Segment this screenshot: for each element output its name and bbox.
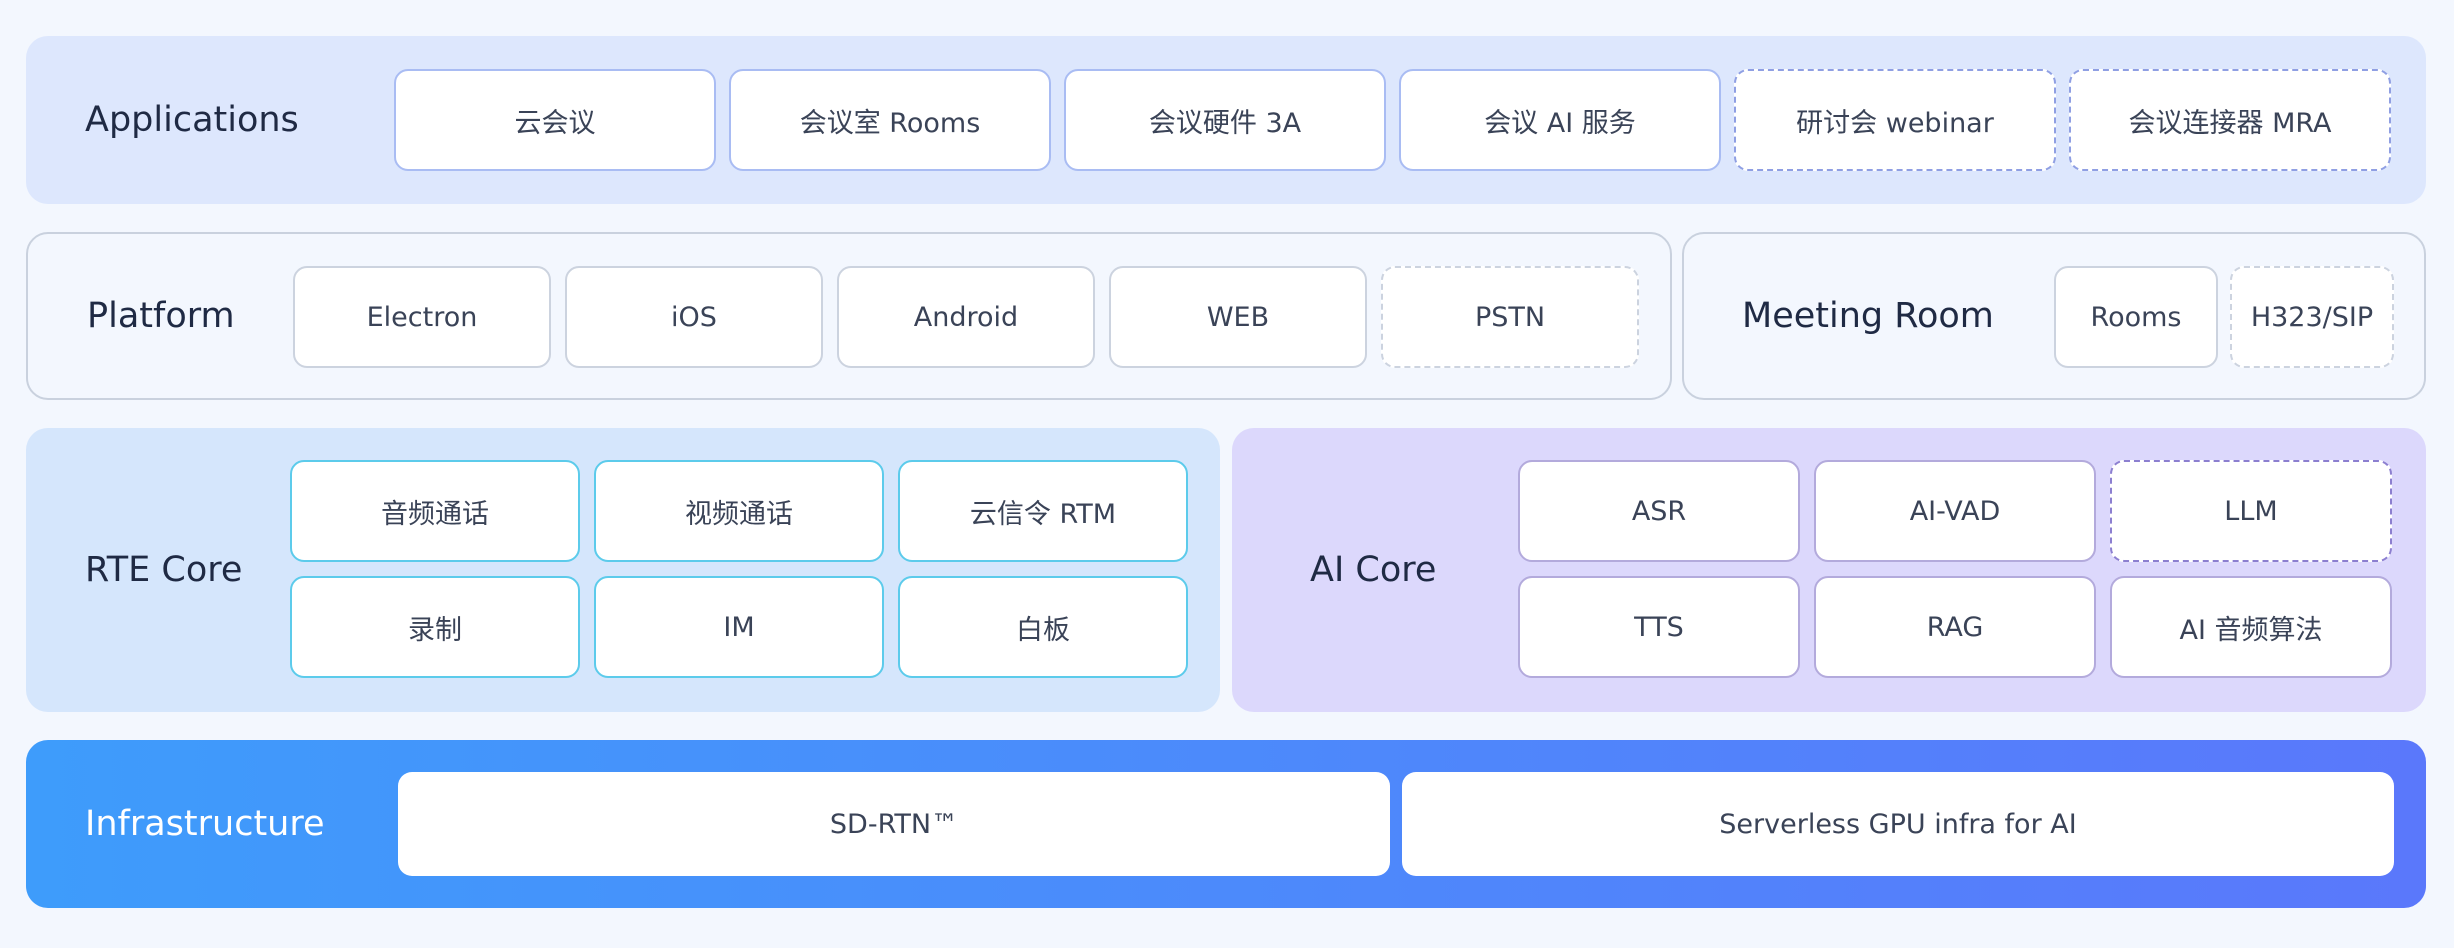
ai-rag: RAG: [1814, 576, 2096, 678]
ai-tts: TTS: [1518, 576, 1800, 678]
ai-vad: AI-VAD: [1814, 460, 2096, 562]
app-ai-service: 会议 AI 服务: [1399, 69, 1721, 171]
ai-audio-algorithm: AI 音频算法: [2110, 576, 2392, 678]
app-webinar: 研讨会 webinar: [1734, 69, 2056, 171]
platform-layer: Platform Electron iOS Android WEB PSTN: [26, 232, 1672, 400]
ai-llm: LLM: [2110, 460, 2392, 562]
rte-audio-call: 音频通话: [290, 460, 580, 562]
rte-core-layer: RTE Core 音频通话 视频通话 云信令 RTM 录制 IM 白板: [26, 428, 1220, 712]
platform-web: WEB: [1109, 266, 1367, 368]
infra-serverless-gpu: Serverless GPU infra for AI: [1402, 772, 2394, 876]
rte-core-label: RTE Core: [85, 550, 243, 590]
platform-android: Android: [837, 266, 1095, 368]
meeting-rooms: Rooms: [2054, 266, 2218, 368]
platform-pstn: PSTN: [1381, 266, 1639, 368]
platform-electron: Electron: [293, 266, 551, 368]
infrastructure-label: Infrastructure: [85, 804, 325, 844]
rte-rtm: 云信令 RTM: [898, 460, 1188, 562]
infrastructure-layer: Infrastructure SD-RTN™ Serverless GPU in…: [26, 740, 2426, 908]
ai-core-layer: AI Core ASR AI-VAD LLM TTS RAG AI 音频算法: [1232, 428, 2426, 712]
rte-recording: 录制: [290, 576, 580, 678]
app-rooms: 会议室 Rooms: [729, 69, 1051, 171]
ai-asr: ASR: [1518, 460, 1800, 562]
platform-ios: iOS: [565, 266, 823, 368]
infra-sd-rtn: SD-RTN™: [398, 772, 1390, 876]
meeting-room-label: Meeting Room: [1742, 296, 1994, 336]
rte-video-call: 视频通话: [594, 460, 884, 562]
applications-layer: Applications 云会议 会议室 Rooms 会议硬件 3A 会议 AI…: [26, 36, 2426, 204]
rte-whiteboard: 白板: [898, 576, 1188, 678]
rte-im: IM: [594, 576, 884, 678]
app-hardware-3a: 会议硬件 3A: [1064, 69, 1386, 171]
app-mra: 会议连接器 MRA: [2069, 69, 2391, 171]
app-cloud-meeting: 云会议: [394, 69, 716, 171]
platform-label: Platform: [87, 296, 235, 336]
meeting-h323-sip: H323/SIP: [2230, 266, 2394, 368]
applications-label: Applications: [85, 100, 299, 140]
meeting-room-layer: Meeting Room Rooms H323/SIP: [1682, 232, 2426, 400]
ai-core-label: AI Core: [1310, 550, 1437, 590]
